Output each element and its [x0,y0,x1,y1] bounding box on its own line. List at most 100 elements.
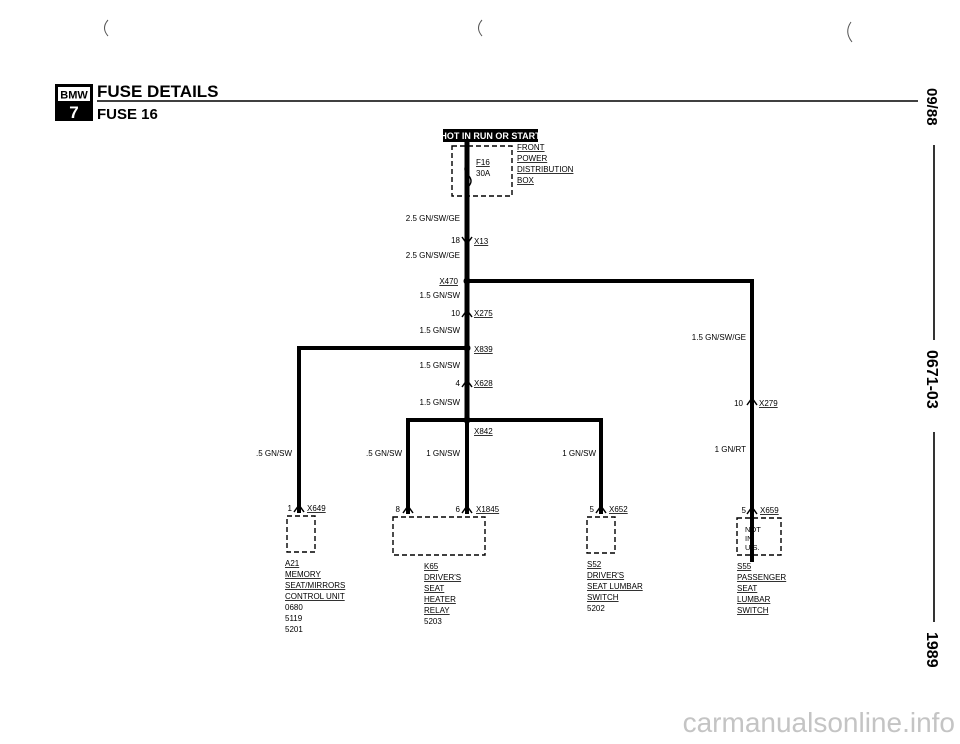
svg-text:S55: S55 [737,562,752,571]
s52-outline [586,516,616,554]
k65-label: K65 DRIVER'S SEAT HEATER RELAY 5203 [424,562,461,626]
s55-label: S55 PASSENGER SEAT LUMBAR SWITCH [737,562,786,615]
k65-outline [392,516,486,556]
wire-label-k65-right: 1 GN/SW [426,449,460,458]
x1845-pin-b: 6 [456,505,461,514]
svg-text:U.S.: U.S. [745,543,760,552]
k65-left-wire [406,418,469,514]
scan-mark-2 [478,19,483,37]
svg-text:5201: 5201 [285,625,303,634]
x470-label: X470 [439,277,458,286]
left-branch-wire [297,346,469,513]
page-title: FUSE DETAILS [97,82,219,101]
x628-label: X628 [474,379,493,388]
x659-connector-symbol [746,505,758,515]
x275-pin: 10 [451,309,460,318]
watermark-text: carmanualsonline.info [683,707,955,738]
s52-label: S52 DRIVER'S SEAT LUMBAR SWITCH 5202 [587,560,643,613]
svg-text:5203: 5203 [424,617,442,626]
x628-connector-symbol [461,378,473,388]
x839-label: X839 [474,345,493,354]
svg-text:SEAT: SEAT [737,584,757,593]
side-code-date: 09/88 [923,88,940,126]
x1845-pin-a: 8 [396,505,401,514]
x628-pin: 4 [456,379,461,388]
wire-label-k65-left: .5 GN/SW [366,449,402,458]
x275-label: X275 [474,309,493,318]
front-power-distribution-box-outline [451,145,513,197]
page-subtitle: FUSE 16 [97,106,158,123]
x649-label: X649 [307,504,326,513]
wire-label-s52: 1 GN/SW [562,449,596,458]
svg-text:5202: 5202 [587,604,605,613]
logo-top-text: BMW [60,90,88,102]
fuse-rating: 30A [476,169,491,178]
wire-label-right-top: 1.5 GN/SW/GE [692,333,746,342]
svg-text:S52: S52 [587,560,602,569]
x275-connector-symbol [461,308,473,318]
x659-pin: 5 [742,506,747,515]
x659-label: X659 [760,506,779,515]
wire-label-w4: 1.5 GN/SW [420,326,461,335]
wire-label-left: .5 GN/SW [256,449,292,458]
svg-text:BOX: BOX [517,176,535,185]
x652-pin: 5 [590,505,595,514]
svg-text:IN: IN [745,534,753,543]
svg-text:DRIVER'S: DRIVER'S [424,573,461,582]
wire-label-w1: 2.5 GN/SW/GE [406,214,460,223]
x652-label: X652 [609,505,628,514]
svg-text:CONTROL UNIT: CONTROL UNIT [285,592,345,601]
svg-text:HOT IN RUN OR START: HOT IN RUN OR START [440,131,541,141]
wire-label-w2: 2.5 GN/SW/GE [406,251,460,260]
wire-label-right-bottom: 1 GN/RT [715,445,747,454]
svg-text:MEMORY: MEMORY [285,570,322,579]
svg-text:NOT: NOT [745,525,761,534]
x279-connector-symbol [746,396,758,406]
x842-label: X842 [474,427,493,436]
side-strip: 09/88 0671-03 1989 [923,88,940,668]
s52-wire [465,418,603,514]
a21-label: A21 MEMORY SEAT/MIRRORS CONTROL UNIT 068… [285,559,345,634]
wire-label-w3: 1.5 GN/SW [420,291,461,300]
x279-pin: 10 [734,399,743,408]
x649-connector-symbol [293,503,305,513]
svg-text:K65: K65 [424,562,439,571]
svg-text:SEAT/MIRRORS: SEAT/MIRRORS [285,581,345,590]
svg-text:RELAY: RELAY [424,606,450,615]
side-code-number: 0671-03 [923,350,940,409]
svg-text:HEATER: HEATER [424,595,456,604]
wire-label-w6: 1.5 GN/SW [420,398,461,407]
svg-text:SEAT LUMBAR: SEAT LUMBAR [587,582,643,591]
fuse-id: F16 [476,158,490,167]
x1845-b-connector-symbol [461,504,473,514]
front-box-label: FRONT POWER DISTRIBUTION BOX [517,143,574,185]
hot-label: HOT IN RUN OR START [440,129,541,142]
svg-text:SEAT: SEAT [424,584,444,593]
not-in-us-note: NOT IN U.S. [745,525,761,552]
svg-text:SWITCH: SWITCH [587,593,619,602]
svg-text:DISTRIBUTION: DISTRIBUTION [517,165,574,174]
scan-mark-1 [104,19,109,37]
svg-text:DRIVER'S: DRIVER'S [587,571,624,580]
a21-outline [286,515,316,553]
x13-label: X13 [474,237,489,246]
x1845-label: X1845 [476,505,500,514]
logo-bottom-text: 7 [69,103,78,122]
x13-pin: 18 [451,236,460,245]
wire-label-w5: 1.5 GN/SW [420,361,461,370]
svg-text:5119: 5119 [285,614,303,623]
x649-pin: 1 [288,504,293,513]
right-branch-wire [465,279,754,562]
bmw-7-logo: BMW 7 [55,84,93,122]
x13-connector-symbol [461,236,473,246]
svg-text:FRONT: FRONT [517,143,545,152]
x279-label: X279 [759,399,778,408]
svg-text:POWER: POWER [517,154,547,163]
x652-connector-symbol [595,504,607,514]
svg-text:LUMBAR: LUMBAR [737,595,771,604]
svg-text:A21: A21 [285,559,300,568]
svg-text:0680: 0680 [285,603,303,612]
side-code-year: 1989 [923,632,940,668]
x1845-a-connector-symbol [402,504,414,514]
